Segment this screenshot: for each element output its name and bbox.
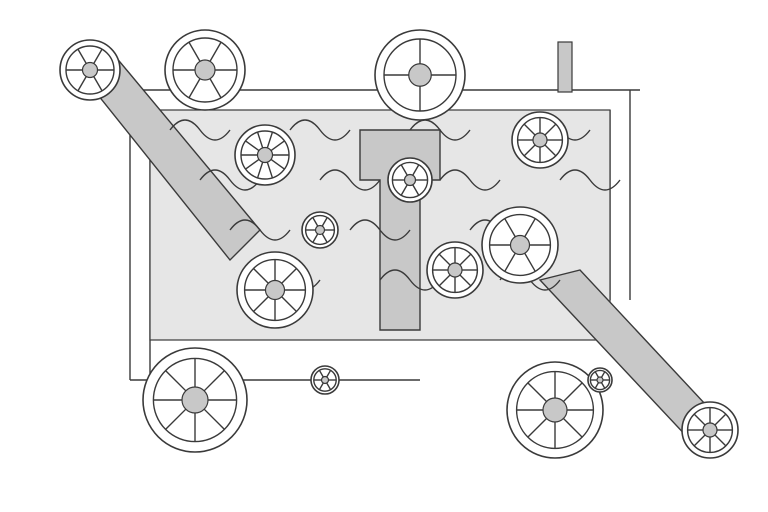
gear-spoke: [203, 370, 225, 392]
gear-spoke: [77, 48, 87, 64]
gear-spoke: [600, 382, 606, 389]
gear-spoke: [312, 217, 319, 227]
gear-spoke: [312, 233, 319, 243]
gear-hub: [542, 397, 568, 423]
gear-hub: [509, 234, 531, 256]
gear-spoke: [600, 371, 606, 378]
gear-spoke: [93, 76, 103, 92]
gear-hub: [314, 224, 326, 236]
gear-spoke: [188, 78, 201, 99]
gear-spoke: [326, 369, 332, 378]
gear-spoke: [256, 131, 264, 149]
gear-hub: [264, 279, 286, 301]
gear-spoke: [527, 417, 548, 438]
gear-spoke: [253, 268, 269, 284]
gear-spoke: [524, 218, 536, 238]
pipe-segment: [289, 119, 351, 141]
gear-spoke: [562, 382, 583, 403]
gear-spoke: [321, 217, 328, 227]
gear-hub: [532, 132, 548, 148]
gear-hub: [702, 422, 718, 438]
pipe-segment: [319, 169, 381, 191]
gear-spoke: [504, 252, 516, 272]
pipe-segment: [229, 219, 291, 241]
gear-spoke: [504, 218, 516, 238]
gear-spoke: [544, 123, 557, 136]
gear-spoke: [253, 296, 269, 312]
gear-hub: [81, 61, 99, 79]
gear-spoke: [693, 434, 706, 447]
gear-hub: [320, 375, 330, 385]
gear-spoke: [188, 41, 201, 62]
gear-spoke: [270, 140, 285, 152]
pipe-segment: [439, 169, 501, 191]
gear-spoke: [209, 78, 222, 99]
gear-spoke: [400, 164, 408, 176]
gear-spoke: [594, 382, 600, 389]
gear-hub: [256, 146, 274, 164]
pipe-segment: [379, 269, 441, 291]
gear-spoke: [412, 184, 420, 196]
gear-hub: [194, 59, 216, 81]
gear-spoke: [523, 144, 536, 157]
pipe-segment: [409, 119, 471, 141]
gear-spoke: [524, 252, 536, 272]
gear-hub: [403, 173, 417, 187]
gear-spoke: [203, 408, 225, 430]
gear-spoke: [438, 253, 451, 266]
gear-spoke: [562, 417, 583, 438]
gear-spoke: [281, 296, 297, 312]
gear-spoke: [714, 434, 727, 447]
gear-spoke: [438, 274, 451, 287]
gear-spoke: [459, 253, 472, 266]
gear-spoke: [544, 144, 557, 157]
gear-spoke: [523, 123, 536, 136]
gear-spoke: [400, 184, 408, 196]
gear-spoke: [270, 158, 285, 170]
gear-spoke: [693, 413, 706, 426]
gear-spoke: [594, 371, 600, 378]
gear-cluster: [59, 29, 739, 459]
gear-spoke: [165, 370, 187, 392]
gear-spoke: [318, 369, 324, 378]
pipe-segment: [349, 219, 411, 241]
gear-hub: [408, 63, 432, 87]
gear-spoke: [77, 76, 87, 92]
gear-spoke: [527, 382, 548, 403]
pipe-segment: [559, 169, 621, 191]
gear-spoke: [266, 131, 274, 149]
gear-spoke: [266, 161, 274, 179]
gear-hub: [447, 262, 463, 278]
gear-spoke: [714, 413, 727, 426]
gear-spoke: [245, 140, 260, 152]
gear-spoke: [281, 268, 297, 284]
gear-hub: [181, 386, 209, 414]
gear-spoke: [165, 408, 187, 430]
gear-spoke: [93, 48, 103, 64]
gear-spoke: [321, 233, 328, 243]
gear-spoke: [326, 382, 332, 391]
gear-spoke: [209, 41, 222, 62]
pipe-segment: [169, 119, 231, 141]
gear-hub: [596, 376, 604, 384]
gear-spoke: [256, 161, 264, 179]
gear-spoke: [459, 274, 472, 287]
chimney: [557, 41, 573, 93]
pipe-segment: [199, 169, 261, 191]
gear-spoke: [412, 164, 420, 176]
gear-spoke: [245, 158, 260, 170]
gear-spoke: [318, 382, 324, 391]
